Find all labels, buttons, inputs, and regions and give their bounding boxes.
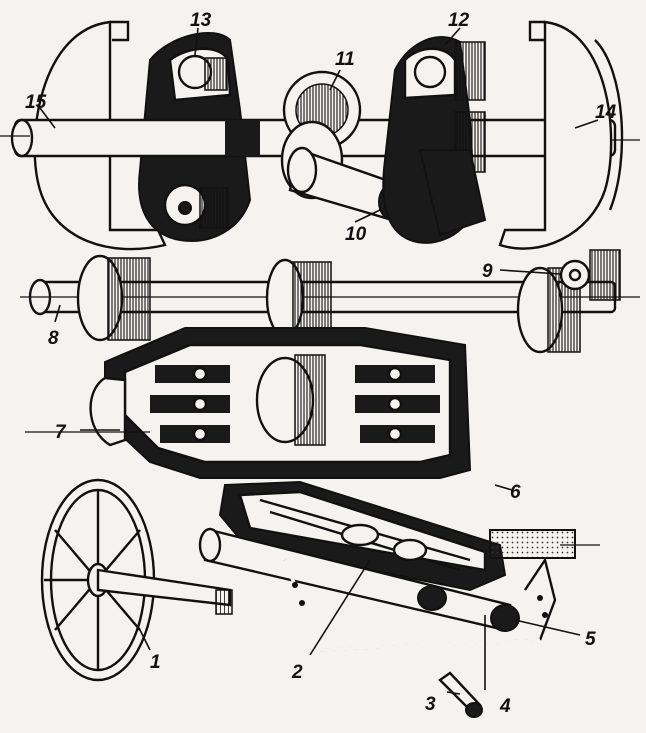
callout-13: 13 xyxy=(190,10,212,31)
lower-control-assembly xyxy=(198,480,600,718)
callout-5: 5 xyxy=(585,629,596,650)
handwheel xyxy=(40,478,233,682)
callout-6: 6 xyxy=(510,482,521,503)
callout-4: 4 xyxy=(499,696,511,717)
callout-9: 9 xyxy=(482,261,493,282)
middle-shaft-assembly xyxy=(20,249,640,354)
linkage-rod xyxy=(151,357,546,548)
callout-8: 8 xyxy=(48,328,59,349)
callout-11: 11 xyxy=(335,49,355,70)
callout-labels: 1 2 3 4 5 6 7 8 9 10 11 12 13 14 15 xyxy=(25,10,617,717)
callout-10: 10 xyxy=(345,224,367,245)
callout-14: 14 xyxy=(595,102,617,123)
gearbox-housing xyxy=(25,327,472,479)
callout-3: 3 xyxy=(425,694,436,715)
leader-lines xyxy=(39,27,599,695)
callout-15: 15 xyxy=(25,92,47,113)
top-differential-assembly xyxy=(0,20,640,251)
callout-1: 1 xyxy=(150,652,161,673)
callout-2: 2 xyxy=(291,662,303,683)
callout-7: 7 xyxy=(55,422,67,443)
callout-12: 12 xyxy=(448,10,470,31)
